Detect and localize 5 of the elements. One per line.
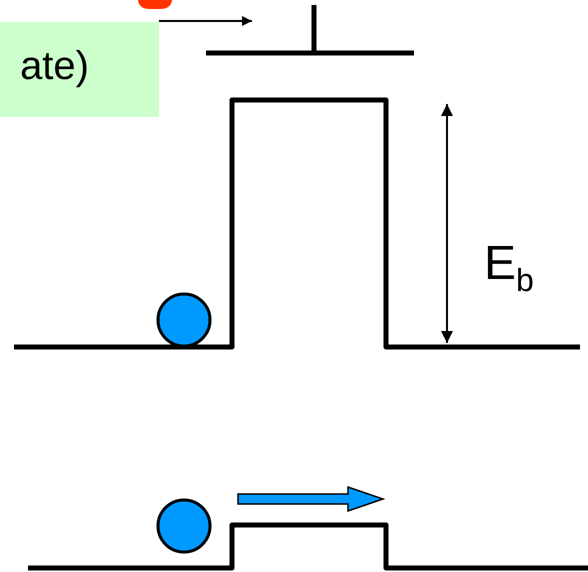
box-text: ate) [20, 46, 89, 86]
arrow [159, 16, 252, 26]
energy-label: E$_{b}$ [484, 238, 534, 298]
gate-symbol [206, 5, 414, 57]
text-box [0, 22, 159, 117]
